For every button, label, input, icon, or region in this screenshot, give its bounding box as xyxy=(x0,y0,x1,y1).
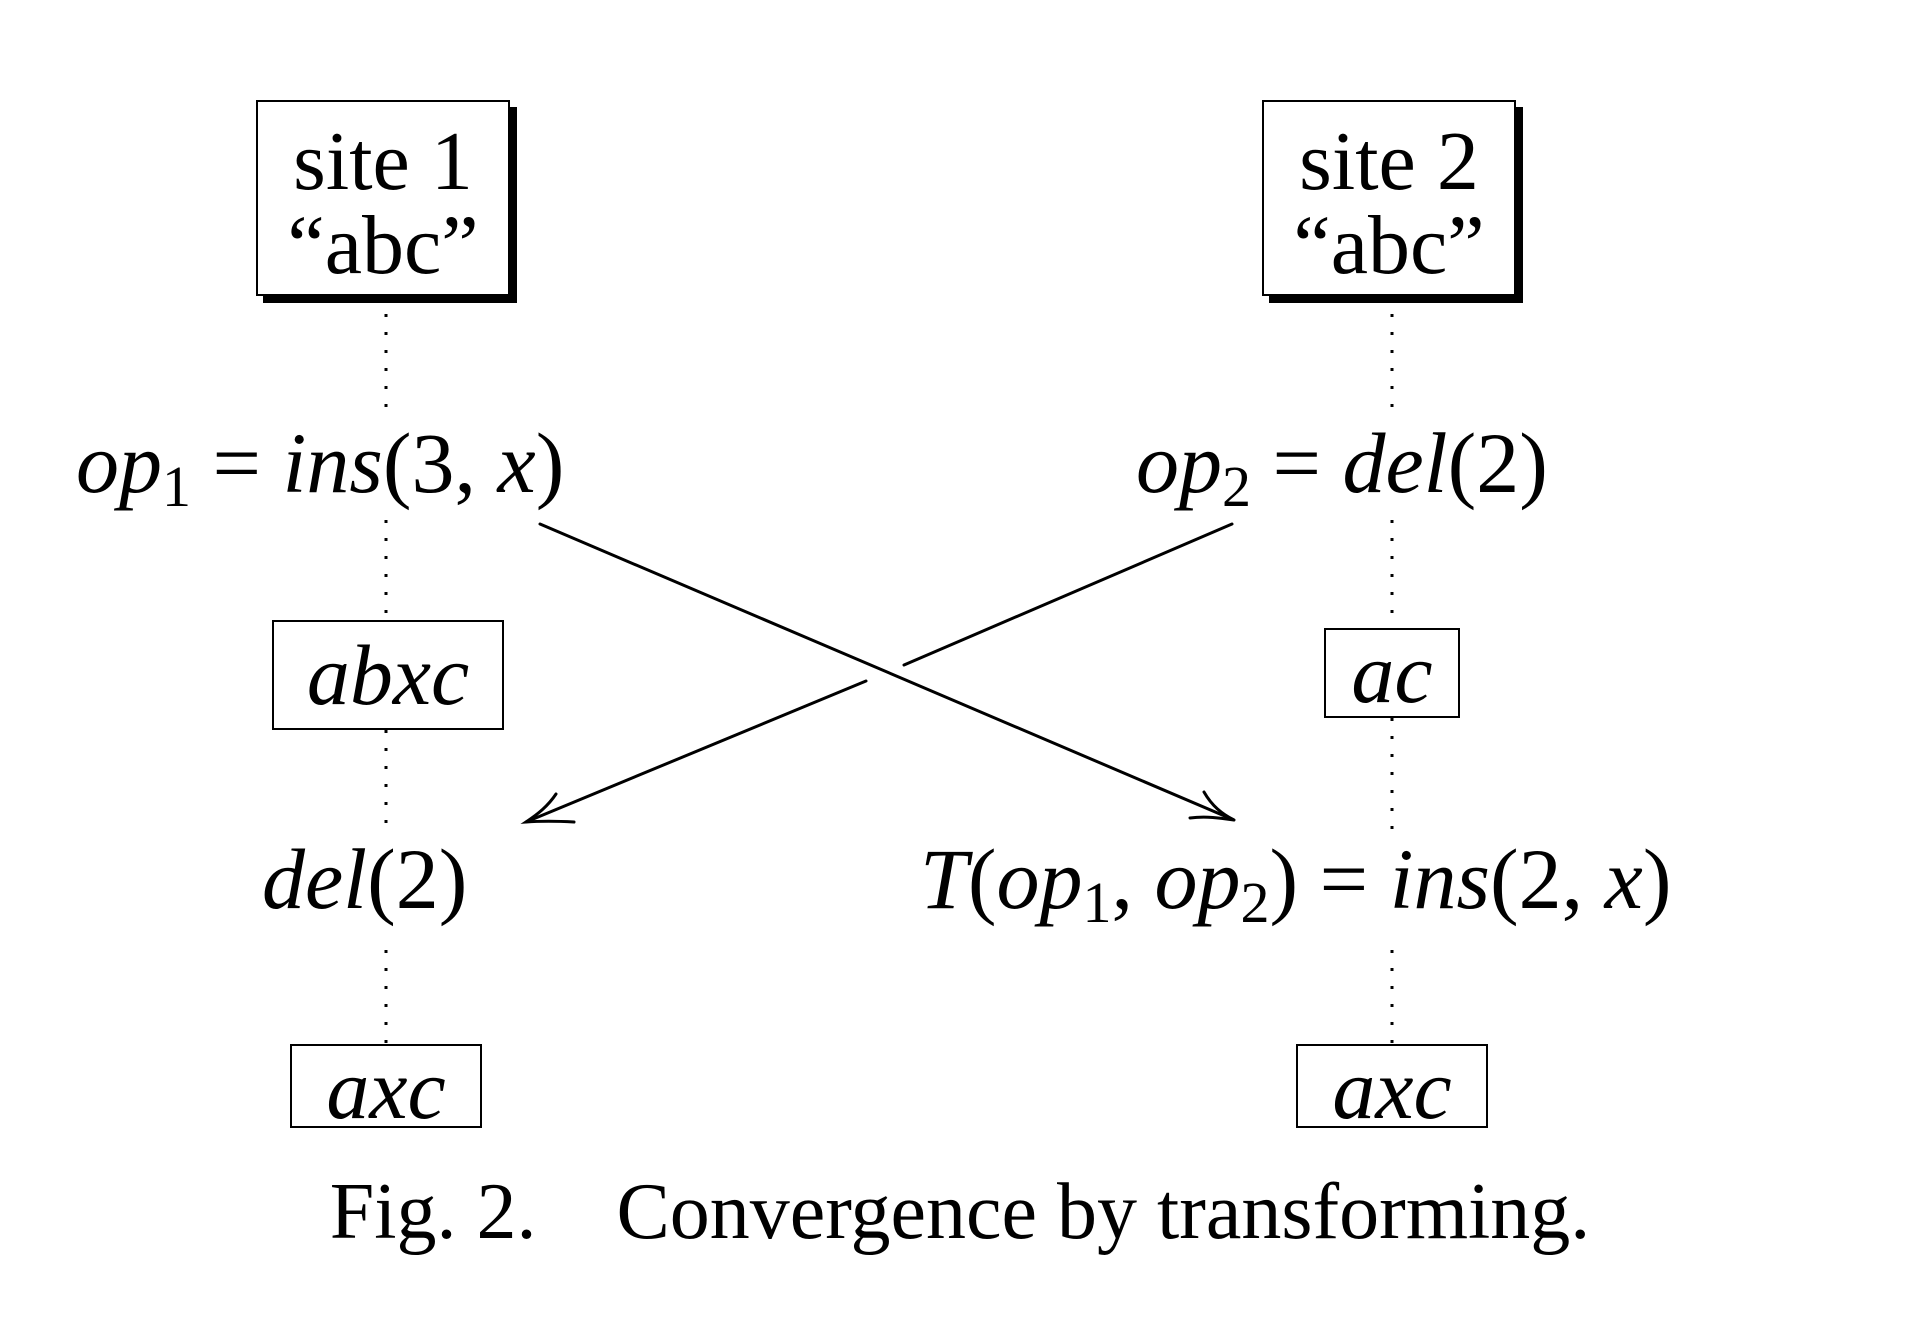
transform-expression: T(op1, op2) = ins(2, x) xyxy=(920,831,1672,935)
figure-caption: Fig. 2. Convergence by transforming. xyxy=(0,1172,1920,1252)
caption-text: Convergence by transforming. xyxy=(616,1168,1591,1256)
arrowhead-site2 xyxy=(1188,790,1235,822)
site1-text: “abc” xyxy=(287,199,479,292)
site2-final-state: axc xyxy=(1296,1044,1488,1132)
site1-title: site 1 xyxy=(293,115,473,208)
caption-label: Fig. 2. xyxy=(329,1168,537,1256)
op1-expression: op1 = ins(3, x) xyxy=(76,415,565,519)
arrow-op1-to-site2 xyxy=(538,522,1236,822)
site2-title: site 2 xyxy=(1299,115,1479,208)
site1-del-expression: del(2) xyxy=(262,831,468,927)
site1-box: site 1 “abc” xyxy=(256,100,510,296)
arrowhead-site1 xyxy=(520,792,576,824)
op2-expression: op2 = del(2) xyxy=(1136,415,1548,519)
site2-text: “abc” xyxy=(1293,199,1485,292)
site2-box: site 2 “abc” xyxy=(1262,100,1516,296)
site2-state-after-op2: ac xyxy=(1324,628,1460,718)
site1-state-after-op1: abxc xyxy=(272,620,504,730)
site1-final-state: axc xyxy=(290,1044,482,1132)
arrow-op2-to-site1 xyxy=(524,522,1234,824)
